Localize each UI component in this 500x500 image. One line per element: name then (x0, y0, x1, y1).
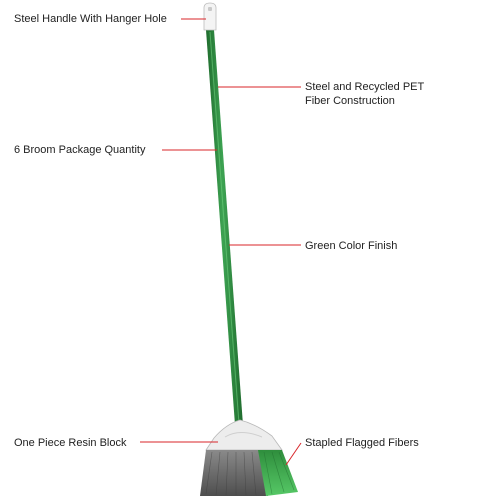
resin-block-ridge (224, 432, 263, 438)
handle-highlight (209, 31, 240, 425)
callout-line-stapled (285, 442, 302, 466)
hanger-cap (203, 2, 217, 31)
callout-resin-block: One Piece Resin Block (14, 437, 127, 449)
bristle-strands (205, 451, 257, 496)
callout-fiber-line2: Fiber Construction (305, 95, 395, 107)
callout-stapled-fibers: Stapled Flagged Fibers (305, 437, 419, 449)
resin-block (205, 419, 283, 451)
callout-handle: Steel Handle With Hanger Hole (14, 13, 167, 25)
hanger-hole (208, 7, 212, 11)
bristle-strands-green (263, 451, 295, 495)
callout-package-quantity: 6 Broom Package Quantity (14, 144, 146, 156)
callout-fiber-line1: Steel and Recycled PET (305, 81, 425, 93)
bristles-gray (200, 450, 268, 496)
callout-fiber-construction: Steel and Recycled PET Fiber Constructio… (305, 80, 424, 108)
callout-color-finish: Green Color Finish (305, 240, 398, 252)
